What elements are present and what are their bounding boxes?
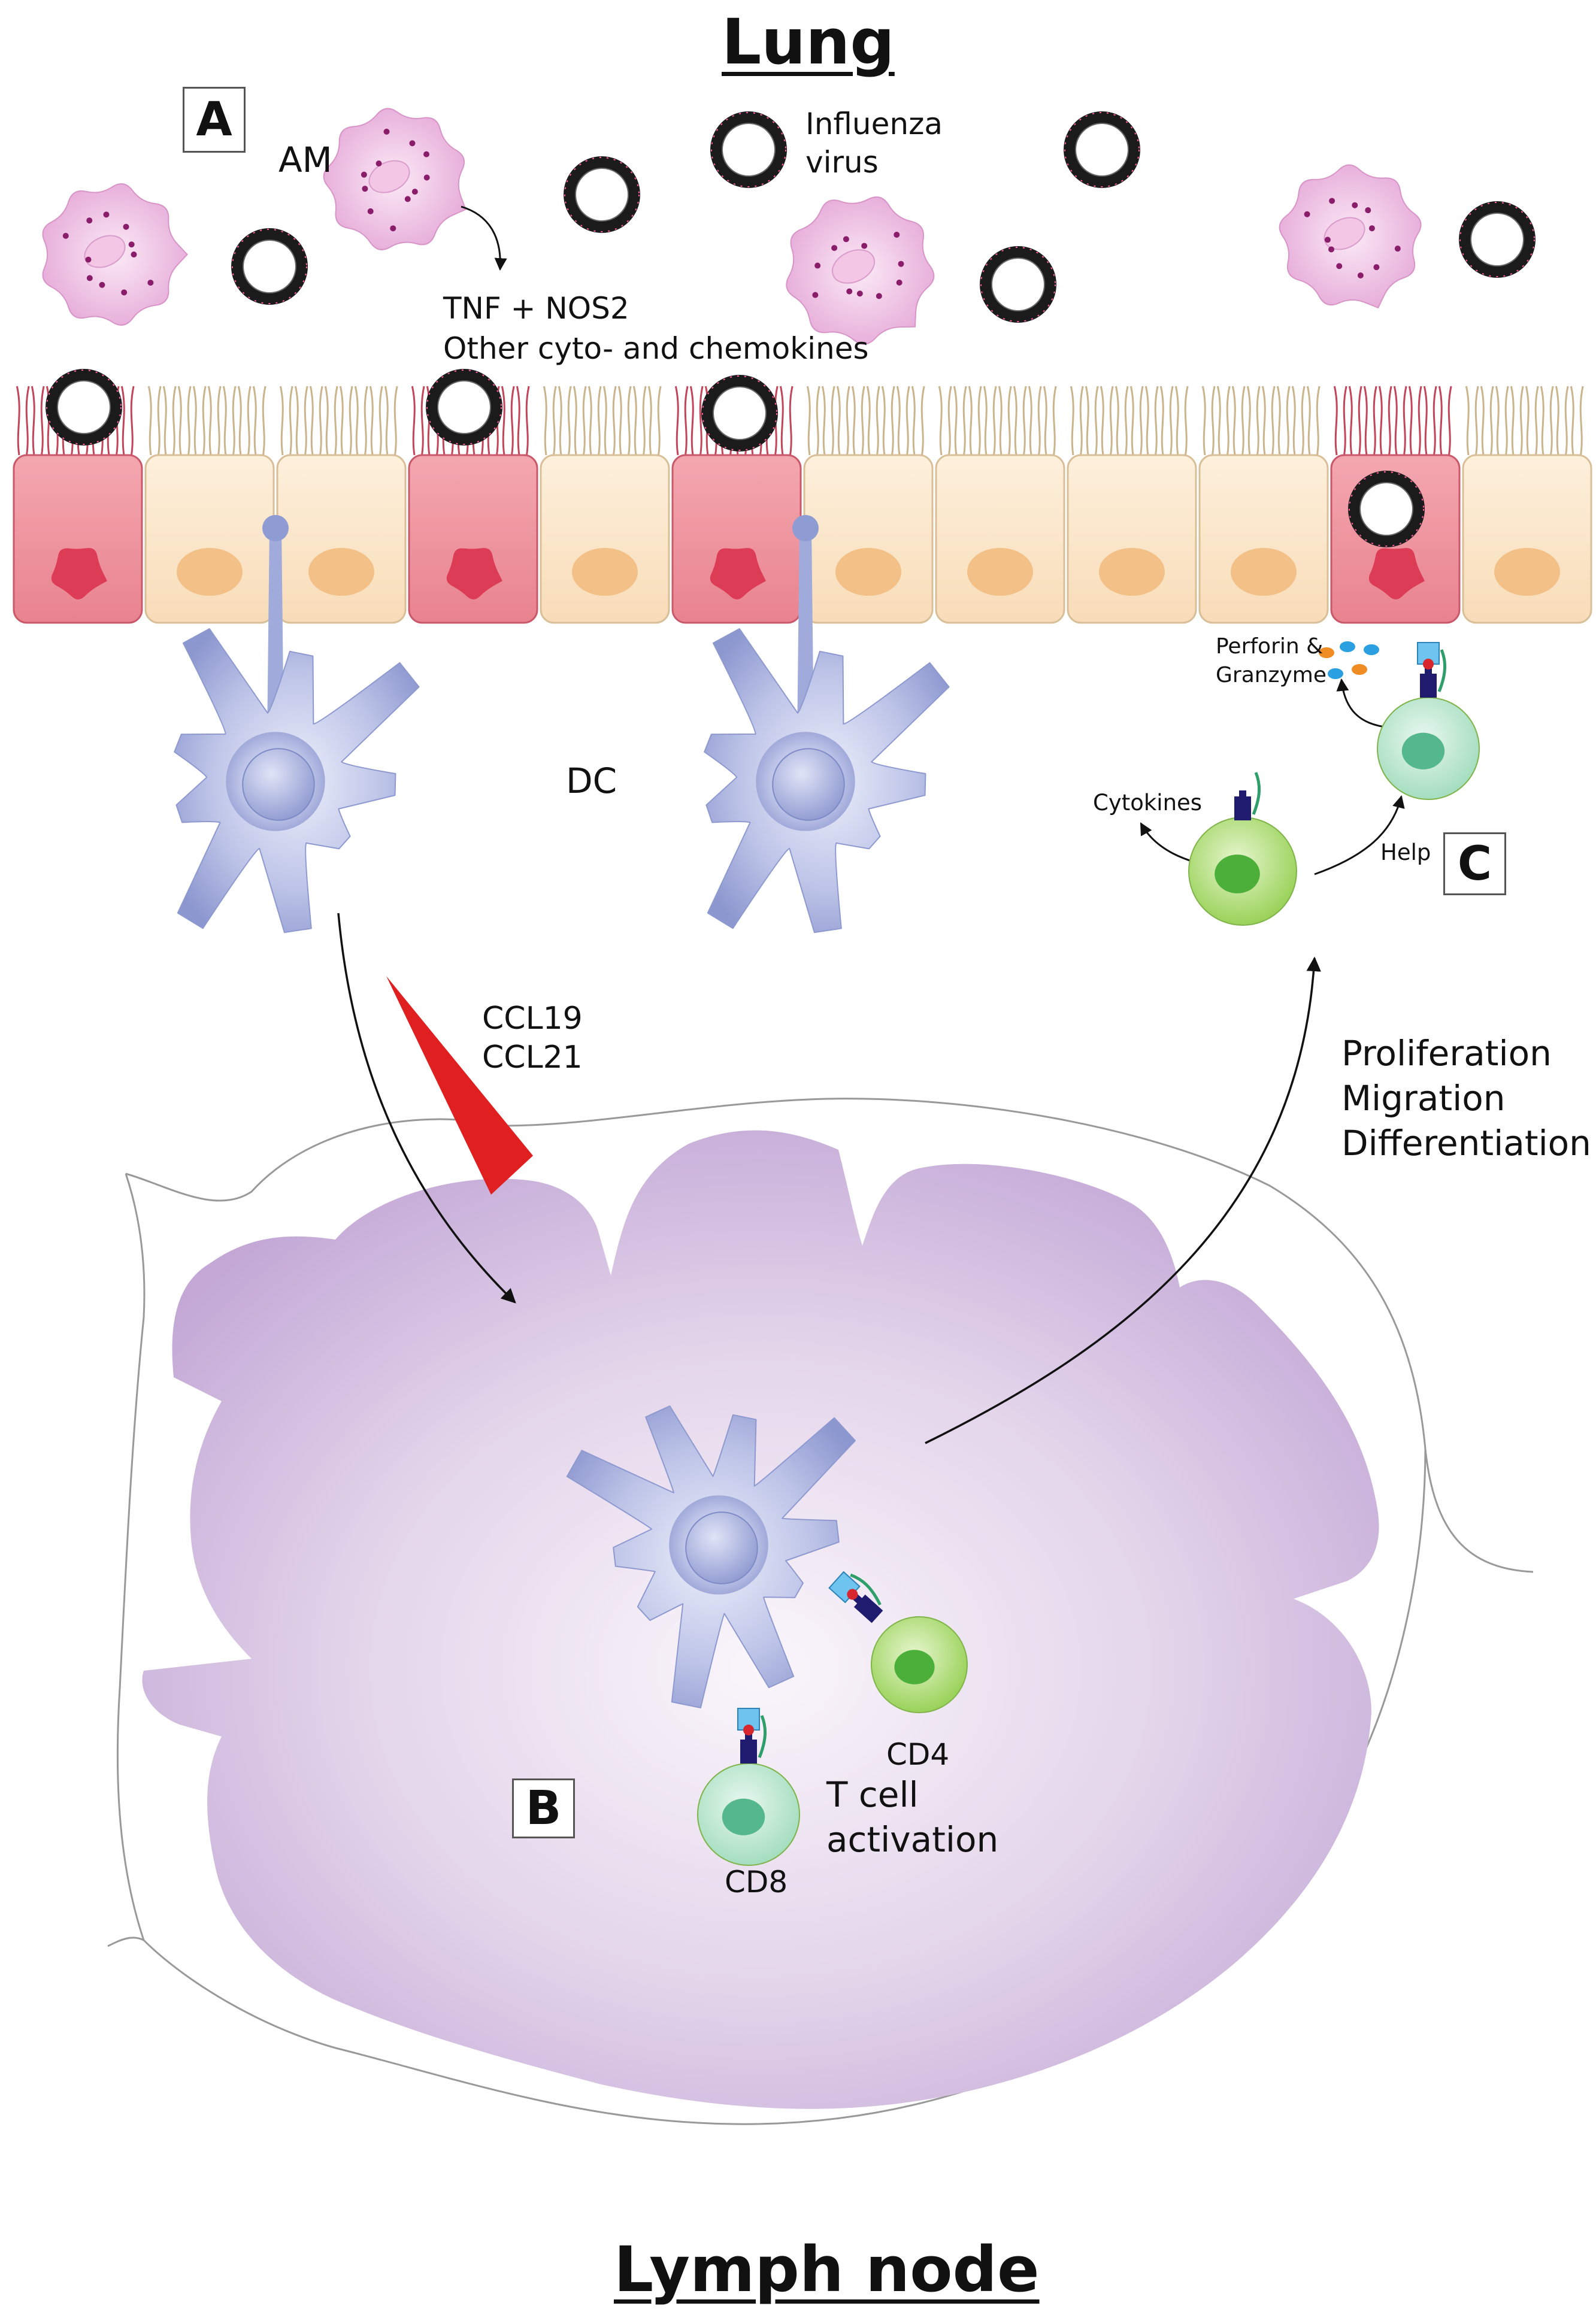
- alveolar-macrophages: [42, 108, 1422, 345]
- epithelial-cell: [1198, 386, 1329, 624]
- perforin-label-line1: Perforin &: [1216, 634, 1324, 659]
- alveolar-macrophage: [42, 183, 188, 326]
- panel-c-label: C: [1443, 832, 1506, 895]
- infected-nucleus: [1368, 548, 1425, 599]
- influenza-viruses: [46, 111, 1536, 547]
- lymph-node-title: Lymph node: [614, 2233, 1040, 2306]
- tcell-nucleus: [894, 1650, 935, 1684]
- dendritic-nucleus: [772, 748, 845, 821]
- cd8-label: CD8: [725, 1865, 788, 1899]
- healthy-nucleus: [572, 548, 638, 596]
- infected-nucleus: [446, 548, 502, 599]
- lymph-node: [107, 1098, 1534, 2125]
- helper-t-cell-lung: [1188, 817, 1297, 926]
- perforin-label-line2: Granzyme: [1216, 663, 1327, 687]
- ccl21-label: CCL21: [482, 1040, 583, 1075]
- cd4-t-cell: [871, 1616, 968, 1713]
- cytotoxic-t-cell-lung: [1377, 697, 1480, 800]
- proliferation-label: Proliferation: [1341, 1033, 1552, 1074]
- epithelial-cell: [540, 386, 670, 624]
- helper-tcr: [1234, 772, 1261, 820]
- alveolar-macrophage: [1279, 164, 1422, 309]
- t-cells: [697, 642, 1480, 1866]
- migration-label: Migration: [1341, 1078, 1506, 1119]
- alveolar-macrophage: [786, 196, 935, 345]
- am-label: AM: [278, 140, 332, 180]
- dendritic-cells: [174, 515, 950, 1708]
- tcell-activation-label-line1: T cell: [826, 1774, 919, 1815]
- epithelial-cell: [1067, 386, 1197, 624]
- dendritic-cell-lung-1: [174, 515, 420, 934]
- cd8-t-cell: [697, 1763, 800, 1866]
- influenza-virus: [231, 228, 308, 305]
- healthy-nucleus: [1099, 548, 1165, 596]
- cd8-tcr-mhc-complex: [737, 1708, 767, 1764]
- macrophage-nucleus: [831, 249, 876, 284]
- tnf-label: TNF + NOS2: [443, 291, 629, 326]
- influenza-virus: [46, 369, 122, 446]
- healthy-nucleus: [308, 548, 374, 596]
- influenza-virus: [980, 246, 1056, 323]
- dendritic-cell-lymph-node: [566, 1405, 856, 1708]
- infected-nucleus: [51, 548, 107, 599]
- epithelial-cell: [935, 386, 1065, 624]
- cytokines-label: Cytokines: [1093, 790, 1203, 816]
- influenza-label-line1: Influenza: [805, 107, 943, 141]
- healthy-nucleus: [177, 548, 243, 596]
- infected-nucleus: [710, 548, 766, 599]
- cd4-label: CD4: [886, 1737, 950, 1772]
- dendritic-nucleus: [685, 1511, 758, 1584]
- perforin-arrow: [1336, 678, 1390, 729]
- help-arrow: [1314, 795, 1405, 875]
- dc-migration-arrow: [337, 913, 516, 1304]
- cytotoxic-tcr-mhc-complex: [1417, 642, 1447, 698]
- influenza-virus: [426, 369, 502, 446]
- dc-label: DC: [566, 760, 617, 801]
- influenza-label-line2: virus: [805, 145, 879, 180]
- am-secretion-arrow: [461, 205, 507, 271]
- dendritic-nucleus: [242, 748, 315, 821]
- epithelial-cell: [1462, 386, 1592, 624]
- epithelial-cell: [144, 386, 275, 624]
- help-label: Help: [1380, 840, 1431, 865]
- dendritic-cell-lung-2: [704, 515, 950, 934]
- healthy-nucleus: [1494, 548, 1560, 596]
- healthy-nucleus: [1231, 548, 1297, 596]
- influenza-virus: [564, 156, 640, 233]
- ccl19-label: CCL19: [482, 1001, 583, 1037]
- macrophage-nucleus: [1324, 217, 1365, 250]
- alveolar-macrophage: [323, 108, 467, 250]
- macrophage-nucleus: [368, 160, 410, 193]
- lung-title: Lung: [722, 5, 895, 78]
- tcell-nucleus: [722, 1798, 765, 1835]
- healthy-nucleus: [835, 548, 901, 596]
- tcell-activation-label-line2: activation: [826, 1819, 999, 1860]
- influenza-virus: [701, 375, 778, 452]
- perforin-granzyme-granules: [1319, 641, 1379, 679]
- influenza-virus: [1064, 111, 1140, 188]
- tcell-nucleus: [1401, 732, 1445, 769]
- healthy-nucleus: [967, 548, 1033, 596]
- panel-b-label: B: [512, 1778, 575, 1838]
- cd4-tcr-mhc-complex: [828, 1571, 883, 1623]
- epithelial-cell: [276, 386, 407, 624]
- chemokine-gradient-wedge: [386, 976, 533, 1195]
- epithelial-layer: [13, 386, 1592, 624]
- influenza-virus: [1348, 471, 1425, 547]
- influenza-virus: [710, 111, 787, 188]
- influenza-virus: [1459, 201, 1536, 278]
- differentiation-label: Differentiation: [1341, 1123, 1591, 1163]
- cytokines-chemokines-label: Other cyto- and chemokines: [443, 331, 869, 366]
- tcell-nucleus: [1215, 855, 1260, 893]
- tcell-return-arrow: [925, 956, 1321, 1444]
- epithelial-cell: [803, 386, 934, 624]
- panel-a-label: A: [183, 87, 246, 153]
